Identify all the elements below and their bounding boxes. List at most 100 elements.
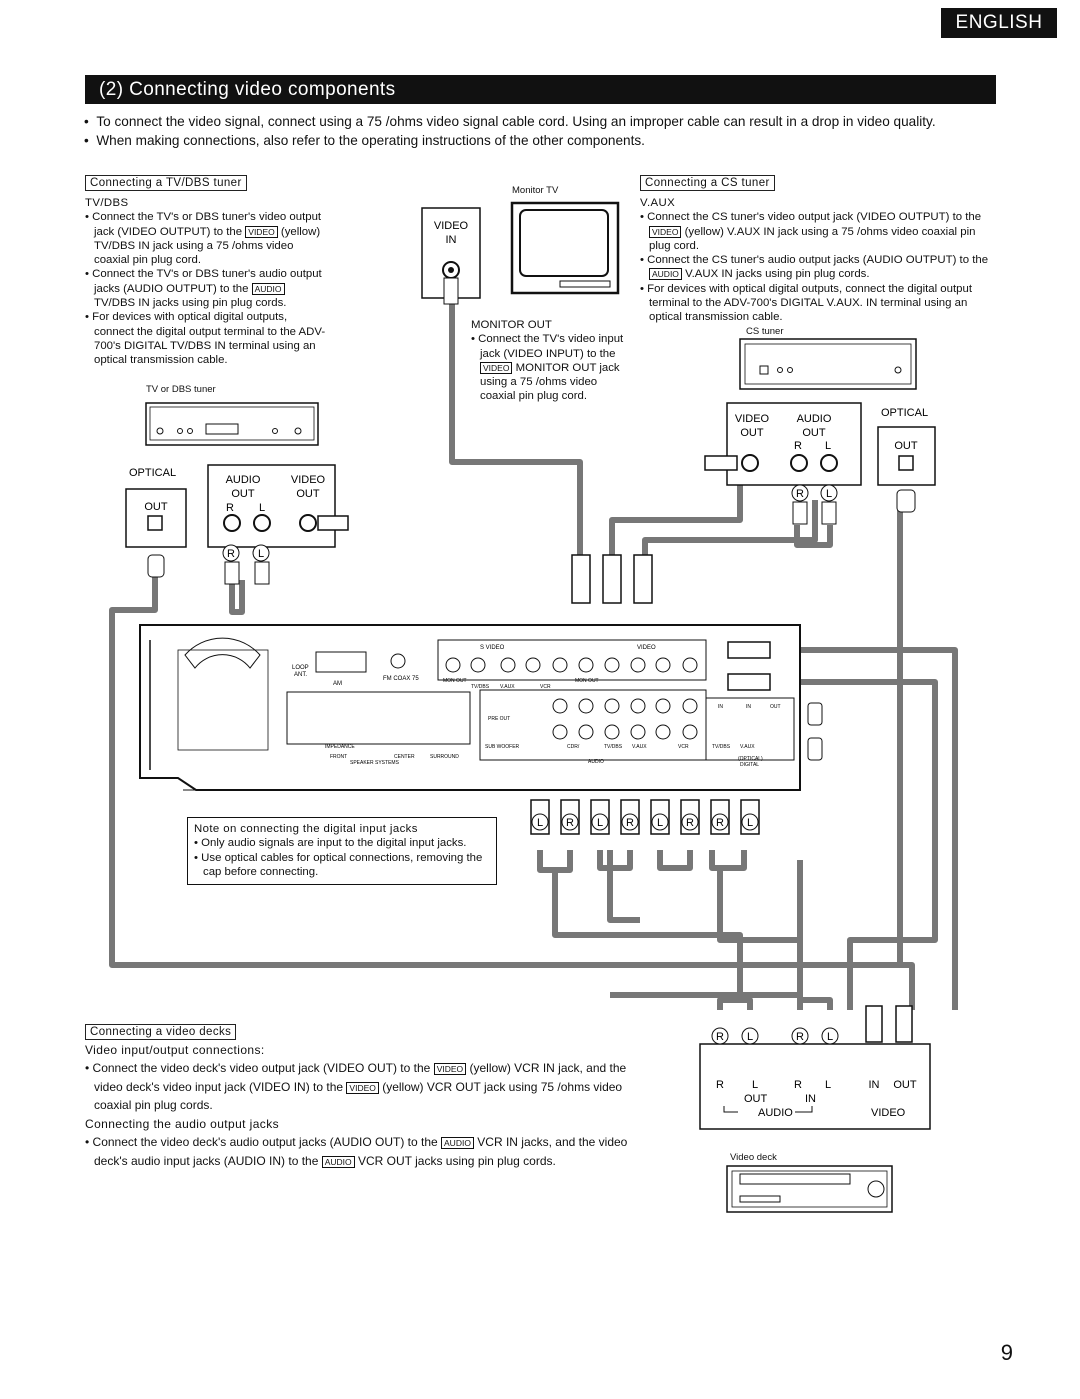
svg-text:IN: IN xyxy=(869,1079,880,1091)
svg-text:SUB WOOFER: SUB WOOFER xyxy=(485,744,520,750)
vcr-device-label: Video deck xyxy=(730,1152,777,1163)
note-bullet: • Use optical cables for optical connect… xyxy=(194,851,483,878)
svg-text:L: L xyxy=(537,817,543,829)
svg-text:OUT: OUT xyxy=(893,1079,917,1091)
monitor-heading: MONITOR OUT xyxy=(471,319,552,331)
svg-text:L: L xyxy=(827,1031,833,1043)
svg-text:AUDIO: AUDIO xyxy=(226,474,261,486)
svg-text:R: R xyxy=(716,1031,724,1043)
cs-section: Connecting a CS tuner V.AUX • Connect th… xyxy=(640,175,996,325)
svg-text:V.AUX: V.AUX xyxy=(632,744,647,750)
svg-text:VIDEO: VIDEO xyxy=(637,645,656,651)
intro-bullets: • To connect the video signal, connect u… xyxy=(84,112,1014,150)
vcr-sub2: Connecting the audio output jacks xyxy=(85,1116,279,1131)
cs-bullet: • Connect the CS tuner's video output ja… xyxy=(640,211,982,252)
monitor-bullet: • Connect the TV's video input jack (VID… xyxy=(471,333,624,403)
svg-text:OUT: OUT xyxy=(802,427,826,439)
svg-text:TV/DBS: TV/DBS xyxy=(604,744,623,750)
svg-text:FM COAX 75: FM COAX 75 xyxy=(383,676,419,682)
vcr-input-panel: R L R L R L R L IN OUT OUT IN AUDIO VIDE… xyxy=(699,1005,931,1130)
page-number: 9 xyxy=(1000,1340,1013,1365)
monitor-out-section: MONITOR OUT • Connect the TV's video inp… xyxy=(471,318,633,404)
vcr-sub1: Video input/output connections: xyxy=(85,1042,265,1057)
svg-text:R: R xyxy=(566,817,574,829)
tv-device-label: TV or DBS tuner xyxy=(146,384,216,395)
svg-text:R: R xyxy=(716,1079,724,1091)
svg-text:AUDIO: AUDIO xyxy=(758,1107,793,1119)
svg-text:MON OUT: MON OUT xyxy=(443,678,467,684)
tv-dbs-section: Connecting a TV/DBS tuner TV/DBS • Conne… xyxy=(85,175,327,368)
svg-text:DIGITAL: DIGITAL xyxy=(740,762,759,768)
svg-text:R: R xyxy=(227,548,235,560)
tv-output-panel: OPTICAL OUT AUDIO OUT VIDEO OUT R L R L xyxy=(125,464,349,585)
svg-text:IN: IN xyxy=(805,1093,816,1105)
svg-text:VIDEO: VIDEO xyxy=(735,413,770,425)
svg-text:R: R xyxy=(626,817,634,829)
svg-text:VIDEO: VIDEO xyxy=(871,1107,906,1119)
side-plugs xyxy=(727,641,823,761)
vcr-paragraph: • Connect the video deck's video output … xyxy=(85,1061,627,1112)
svg-text:L: L xyxy=(597,817,603,829)
cables xyxy=(109,300,958,1010)
tv-subheading: TV/DBS xyxy=(85,197,129,209)
rl-plugs-row: L R L R L R R L xyxy=(530,799,760,835)
svg-text:L: L xyxy=(657,817,663,829)
svg-text:IN: IN xyxy=(446,234,457,246)
tv-section-heading: Connecting a TV/DBS tuner xyxy=(85,175,247,191)
svg-text:VIDEO: VIDEO xyxy=(291,474,326,486)
cs-tuner-icon xyxy=(739,338,917,390)
svg-text:IMPEDANCE: IMPEDANCE xyxy=(325,744,355,750)
svg-text:IN: IN xyxy=(718,704,723,710)
vcr-section-heading: Connecting a video decks xyxy=(85,1024,237,1040)
intro-text: To connect the video signal, connect usi… xyxy=(96,114,936,129)
svg-text:MON OUT: MON OUT xyxy=(575,678,599,684)
svg-text:V.AUX: V.AUX xyxy=(500,684,515,690)
cs-section-heading: Connecting a CS tuner xyxy=(640,175,775,191)
svg-text:ANT.: ANT. xyxy=(294,672,307,678)
monitor-video-in-jack: VIDEO IN xyxy=(421,207,481,305)
svg-text:TV/DBS: TV/DBS xyxy=(712,744,731,750)
svg-text:R: R xyxy=(796,488,804,500)
language-label: ENGLISH xyxy=(941,8,1057,38)
svg-text:SPEAKER SYSTEMS: SPEAKER SYSTEMS xyxy=(350,760,400,766)
section-title: (2) Connecting video components xyxy=(85,75,996,104)
monitor-tv-icon xyxy=(510,201,620,295)
svg-text:L: L xyxy=(825,440,831,452)
cs-bullet: • Connect the CS tuner's audio output ja… xyxy=(640,254,989,281)
svg-text:L: L xyxy=(747,817,753,829)
svg-text:OPTICAL: OPTICAL xyxy=(129,467,176,479)
svg-text:(OPTICAL): (OPTICAL) xyxy=(738,756,763,762)
svg-text:TV/DBS: TV/DBS xyxy=(471,684,490,690)
svg-text:VCR: VCR xyxy=(678,744,689,750)
cs-subheading: V.AUX xyxy=(640,197,676,209)
svg-text:R: R xyxy=(716,817,724,829)
svg-text:LOOP: LOOP xyxy=(292,665,309,671)
vcr-paragraph: • Connect the video deck's audio output … xyxy=(85,1135,628,1168)
intro-text: When making connections, also refer to t… xyxy=(96,133,645,148)
svg-text:VIDEO: VIDEO xyxy=(434,220,469,232)
svg-text:L: L xyxy=(752,1079,758,1091)
vcr-icon xyxy=(726,1165,893,1213)
svg-text:AUDIO: AUDIO xyxy=(797,413,832,425)
intro-bullet: • To connect the video signal, connect u… xyxy=(84,114,936,129)
svg-text:R: R xyxy=(226,502,234,514)
svg-text:PRE OUT: PRE OUT xyxy=(488,716,510,722)
svg-text:L: L xyxy=(259,502,265,514)
svg-text:L: L xyxy=(258,548,264,560)
svg-text:CDR/: CDR/ xyxy=(567,744,580,750)
svg-text:S VIDEO: S VIDEO xyxy=(480,645,505,651)
svg-text:OUT: OUT xyxy=(770,704,781,710)
svg-text:V.AUX: V.AUX xyxy=(740,744,755,750)
receiver-rear-panel: LOOP ANT. AM FM COAX 75 S VIDEO VIDEO MO… xyxy=(139,624,801,791)
svg-text:OUT: OUT xyxy=(231,488,255,500)
svg-text:IN: IN xyxy=(746,704,751,710)
svg-text:R: R xyxy=(794,440,802,452)
svg-text:AUDIO: AUDIO xyxy=(588,759,604,765)
svg-text:R: R xyxy=(686,817,694,829)
intro-bullet: • When making connections, also refer to… xyxy=(84,133,645,148)
svg-text:AM: AM xyxy=(333,681,342,687)
svg-text:OPTICAL: OPTICAL xyxy=(881,407,928,419)
svg-text:OUT: OUT xyxy=(144,501,168,513)
svg-text:SURROUND: SURROUND xyxy=(430,754,459,760)
